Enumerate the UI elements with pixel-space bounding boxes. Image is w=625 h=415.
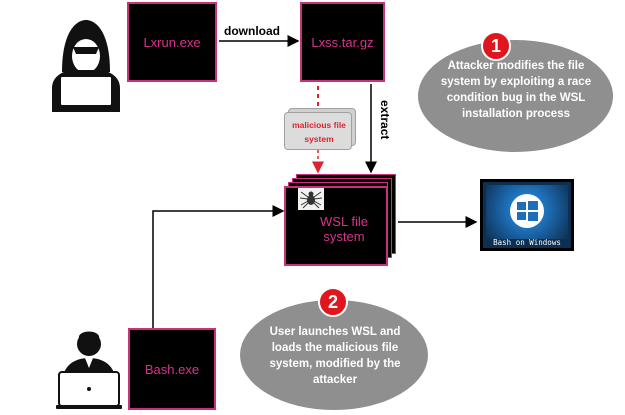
wsl-file-system-label: WSL file system <box>320 214 368 244</box>
windows-logo-icon <box>510 194 544 228</box>
lxss-box: Lxss.tar.gz <box>300 2 385 82</box>
callout-2-ellipse <box>240 300 428 410</box>
download-arrow-label: download <box>224 24 280 38</box>
bash-on-windows-tile: Bash on Windows <box>480 179 574 251</box>
hacker-icon <box>52 20 120 112</box>
callout-1-ellipse <box>418 40 613 152</box>
user-icon <box>56 331 122 409</box>
extract-arrow-label: extract <box>378 100 392 140</box>
spider-icon <box>298 188 324 210</box>
bash-to-wsl-arrow <box>152 205 285 328</box>
lxrun-label: Lxrun.exe <box>143 34 201 50</box>
callout-1-text: Attacker modifies the file system by exp… <box>440 60 592 120</box>
malicious-file-system-label: malicious file system <box>292 120 346 144</box>
callout-2-text: User launches WSL and loads the maliciou… <box>269 326 401 386</box>
callout-1-badge: 1 <box>481 31 511 61</box>
bash-exe-label: Bash.exe <box>144 361 200 377</box>
lxss-label: Lxss.tar.gz <box>311 34 374 50</box>
bash-exe-box: Bash.exe <box>128 328 216 410</box>
callout-2-badge: 2 <box>318 287 348 317</box>
lxrun-box: Lxrun.exe <box>127 2 217 82</box>
bash-on-windows-caption: Bash on Windows <box>493 238 561 247</box>
malicious-file-system-card: malicious file system <box>284 112 352 150</box>
